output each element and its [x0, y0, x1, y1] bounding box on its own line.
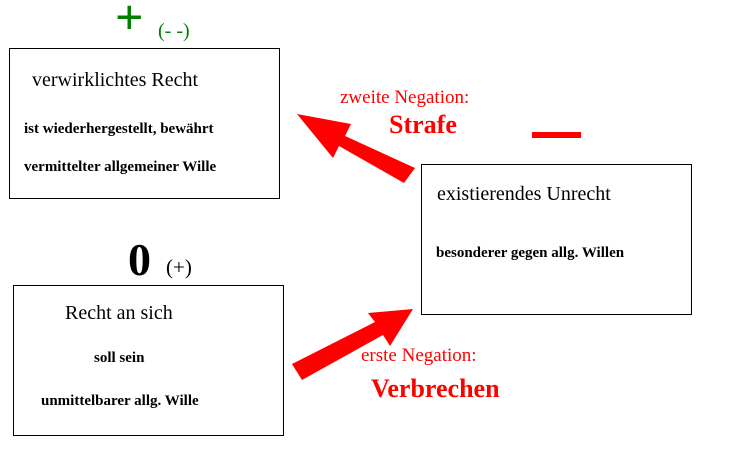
existing-wrong-line-1: besonderer gegen allg. Willen: [436, 245, 625, 261]
right-in-itself-line-1: soll sein: [94, 350, 145, 366]
zero-sign: 0: [128, 234, 151, 285]
zero-sign-note: (+): [166, 255, 192, 279]
second-negation-label: zweite Negation:: [340, 87, 470, 108]
plus-sign-note: (- -): [158, 20, 190, 42]
second-negation-term: Strafe: [389, 110, 457, 139]
second-negation-arrow: [297, 114, 415, 183]
existing-wrong-box: existierendes Unrecht besonderer gegen a…: [421, 164, 692, 315]
plus-sign: +: [115, 0, 144, 45]
realized-right-box: verwirklichtes Recht ist wiederhergestel…: [9, 48, 280, 199]
realized-right-line-1: ist wiederhergestellt, bewährt: [24, 121, 214, 137]
first-negation-arrow: [292, 309, 413, 380]
minus-sign: [532, 132, 581, 138]
right-in-itself-title: Recht an sich: [65, 302, 173, 324]
right-in-itself-box: Recht an sich soll sein unmittelbarer al…: [13, 285, 284, 436]
realized-right-line-2: vermittelter allgemeiner Wille: [24, 159, 217, 175]
first-negation-term: Verbrechen: [371, 374, 500, 403]
first-negation-label: erste Negation:: [361, 345, 477, 366]
realized-right-title: verwirklichtes Recht: [32, 69, 199, 91]
existing-wrong-title: existierendes Unrecht: [437, 183, 611, 205]
right-in-itself-line-2: unmittelbarer allg. Wille: [41, 393, 199, 409]
